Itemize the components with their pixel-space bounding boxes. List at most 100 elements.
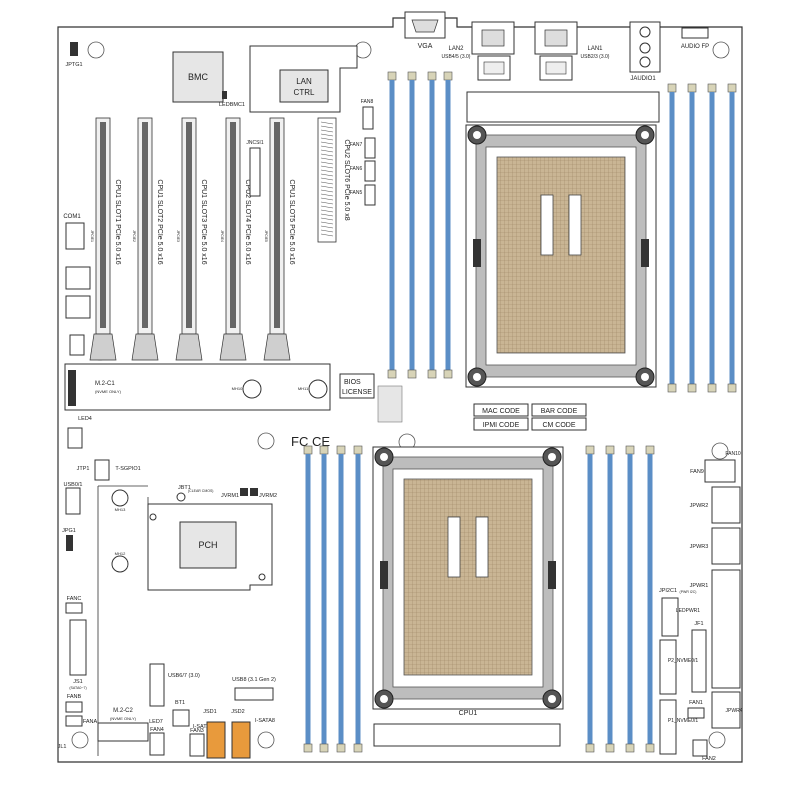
dimm-cpu2-left-1 — [387, 71, 397, 379]
sata9-connector — [206, 721, 226, 759]
mh12-label: MH12 — [115, 551, 126, 556]
audio-fp-label: AUDIO FP — [681, 44, 709, 50]
fan1-label: FAN1 — [689, 700, 703, 706]
ipmi-code-box — [473, 417, 529, 431]
jpwr1-connector — [711, 569, 741, 689]
sata8-connector — [231, 721, 251, 759]
pch-chip — [179, 521, 237, 569]
led4-label: LED4 — [78, 416, 92, 422]
jpi2c1-sublabel: (PWR I2C) — [680, 590, 697, 594]
standoff-mh12 — [111, 555, 129, 573]
jsd-connector-b — [65, 295, 91, 319]
js1-sublabel: (SATA0~7) — [69, 686, 86, 690]
p2-nvme-connector — [659, 639, 677, 695]
pcie-slot-3-id: JPCIE3 — [176, 230, 180, 242]
lan-ctrl-label-2: CTRL — [294, 88, 315, 97]
usb01-label: USB0/1 — [64, 482, 83, 488]
fan8-label: FAN8 — [361, 99, 374, 105]
mh11-label: MH11 — [298, 386, 309, 391]
lan-ctrl-chip — [279, 69, 329, 103]
dimm-cpu2-right-2 — [687, 83, 697, 393]
fana-label: FANA — [83, 719, 98, 725]
jbt1-sublabel: (CLEAR CMOS) — [188, 489, 213, 493]
audio-fp-header: AUDIO FP — [681, 27, 709, 50]
cm-code-box — [531, 417, 587, 431]
lan-ctrl-label-1: LAN — [296, 77, 312, 86]
pcie-slot-5-id: JPCIE5 — [264, 230, 268, 242]
pcie-slot-6-label: CPU2 SLOT6 PCIe 5.0 x8 — [343, 139, 350, 220]
p2-nvme-label: P2_NVME0/1 — [668, 658, 699, 664]
pcie-slot-1-label: CPU1 SLOT1 PCIe 5.0 x16 — [114, 179, 121, 264]
bios-chip — [377, 385, 403, 423]
cpu1-socket — [372, 446, 564, 710]
usb67-label: USB6/7 (3.0) — [168, 673, 200, 679]
jpi2c1-header — [661, 597, 679, 637]
jpwr2-connector — [711, 486, 741, 524]
fan5-label: FAN5 — [350, 190, 363, 196]
dimm-cpu1-right-4 — [645, 445, 655, 753]
dimm-cpu1-left-1 — [303, 445, 313, 753]
jsd2-label: JSD2 — [231, 709, 244, 715]
fan4-header — [149, 732, 165, 756]
fan2-label: FAN2 — [702, 756, 716, 762]
jptg1-label: JPTG1 — [65, 62, 82, 68]
fan9-label: FAN9 — [690, 469, 704, 475]
jncsi1-header — [249, 147, 261, 197]
dimm-cpu2-right-3 — [707, 83, 717, 393]
m2-c2-label: M.2-C2 — [113, 708, 133, 714]
pch-standoff-a — [149, 513, 157, 521]
jvrm2-label: JVRM2 — [259, 493, 277, 499]
jf1-front-panel — [691, 629, 707, 693]
jpg1-jumper — [66, 535, 73, 551]
jaudio-label: JAUDIO1 — [630, 76, 656, 82]
jpwr2-label: JPWR2 — [690, 503, 709, 509]
vga-connector: VGA — [404, 11, 446, 50]
dimm-cpu1-left-4 — [353, 445, 363, 753]
jncsi1-label: JNCSI1 — [246, 140, 263, 146]
jvrm1-jumper — [240, 488, 248, 496]
jsd-connector-a — [65, 266, 91, 290]
ledpwr1-label: LEDPWR1 — [676, 608, 700, 614]
fcc-ce-logo: FC CE — [291, 434, 330, 449]
cm-code-label: CM CODE — [542, 422, 575, 429]
fan1-header — [687, 707, 705, 719]
fan6-label: FAN6 — [350, 166, 363, 172]
mh10-label: MH10 — [232, 386, 243, 391]
jtp1-label: JTP1 — [77, 466, 90, 472]
bios-license-box — [339, 373, 375, 399]
pcie-slot-4-label: CPU2 SLOT4 PCIe 5.0 x16 — [244, 179, 251, 264]
isata9-label: I-SATA9 — [193, 724, 213, 730]
p1-nvme-connector — [659, 699, 677, 755]
m2-c2-sublabel: (NVME ONLY) — [110, 716, 137, 721]
dimm-cpu1-right-3 — [625, 445, 635, 753]
cpu1-retention-bar — [373, 723, 561, 747]
jbt1-pad — [176, 492, 186, 502]
pch-label: PCH — [198, 540, 217, 550]
pcie-slot-1-id: JPCIE1 — [90, 230, 94, 242]
fan10-label: FAN10 — [725, 451, 741, 457]
js1-sata-connector — [69, 619, 87, 676]
vga-label: VGA — [418, 43, 433, 50]
pcie-slot-6: CPU2 SLOT6 PCIe 5.0 x8 — [317, 117, 350, 243]
battery-bt1 — [172, 709, 190, 727]
m2-c1-label: M.2-C1 — [95, 381, 115, 387]
m2-c1-sublabel: (NVME ONLY) — [95, 389, 122, 394]
dimm-cpu1-left-3 — [336, 445, 346, 753]
fan7-label: FAN7 — [350, 142, 363, 148]
bar-code-box — [531, 403, 587, 417]
dimm-cpu2-right-1 — [667, 83, 677, 393]
isata8-label: I-SATA8 — [255, 718, 275, 724]
jpg1-label: JPG1 — [62, 528, 76, 534]
ledbmc1 — [222, 91, 227, 99]
lan1-usb-label: USB2/3 (3.0) — [581, 54, 610, 60]
jtpm-header — [67, 427, 83, 449]
jl1-label: JL1 — [58, 744, 67, 750]
bios-label-2: LICENSE — [342, 389, 372, 396]
